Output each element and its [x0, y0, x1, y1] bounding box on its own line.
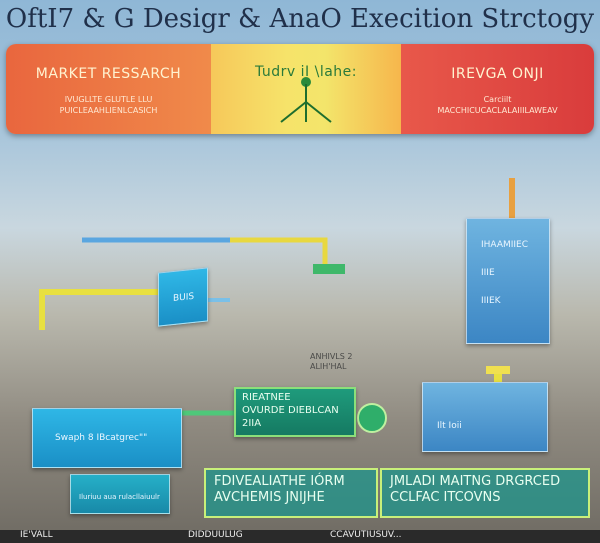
bottom-bar-b: DIDDUULUG	[188, 530, 243, 540]
tripod-icon	[280, 77, 332, 123]
node-bottom-left-label: Iluriuu aua rulacllaiuulr	[79, 493, 160, 501]
banner-right-heading: IREVGA ONJI	[451, 66, 544, 82]
mid-label: ANHIVLS 2 ALIH'HAL	[310, 352, 353, 371]
pipe-cap-2	[486, 366, 510, 374]
bottom-bar-c: CCAVUTIUSUV...	[330, 530, 402, 540]
node-mid-green-label: RIEATNEE OVURDE DIEBLCAN 2IIA	[242, 392, 339, 429]
node-bottom-left: Iluriuu aua rulacllaiuulr	[70, 474, 170, 514]
card-2-text: JMLADI MAITNG DRGRCED CCLFAC ITCOVNS	[390, 474, 561, 505]
node-big-left: Swaph 8 IBcatgrec""	[32, 408, 182, 468]
pipe-cap-1	[313, 264, 345, 274]
node-mid-green: RIEATNEE OVURDE DIEBLCAN 2IIA	[234, 387, 356, 437]
banner-right-subtext: Carciilt MACCHICUCACLALAIIILAWEAV	[437, 95, 558, 115]
bottom-bar-a: IE'VALL	[20, 530, 53, 540]
diagram-title: OftI7 & G Desigr & AnaO Execition Strcto…	[5, 4, 595, 34]
card-2: JMLADI MAITNG DRGRCED CCLFAC ITCOVNS	[380, 468, 590, 518]
node-right-box: Ilt Ioii	[422, 382, 548, 452]
pipe-second-right	[230, 237, 328, 268]
top-banner: MARKET RESSARCH IVUGLLTE GLUTLE LLU PUIC…	[6, 44, 594, 134]
banner-middle-heading: Tudrv iI \lahe:	[254, 64, 358, 80]
node-right-box-label: Ilt Ioii	[437, 421, 462, 431]
valve-glow	[357, 403, 387, 433]
banner-market-research: MARKET RESSARCH IVUGLLTE GLUTLE LLU PUIC…	[6, 44, 211, 134]
banner-right: IREVGA ONJI Carciilt MACCHICUCACLALAIIIL…	[401, 44, 594, 134]
node-top-right: IHAAMIIEC IIIE IIIEK	[466, 218, 550, 344]
pipe-left-elbow	[39, 289, 170, 330]
node-big-left-label: Swaph 8 IBcatgrec""	[55, 433, 148, 443]
node-top-right-label: IHAAMIIEC IIIE IIIEK	[481, 240, 529, 306]
card-1: FDIVEALIATHE IÓRM AVCHEMIS JNIJHE	[204, 468, 378, 518]
banner-left-subtext: IVUGLLTE GLUTLE LLU PUICLEAAHLIENLCASICH	[59, 95, 158, 115]
bottom-bar: IE'VALL DIDDUULUG CCAVUTIUSUV...	[0, 530, 600, 543]
banner-middle: Tudrv iI \lahe:	[211, 44, 401, 134]
card-1-text: FDIVEALIATHE IÓRM AVCHEMIS JNIJHE	[214, 474, 345, 505]
node-small-cyan-label: BUIS	[173, 291, 195, 305]
banner-left-heading: MARKET RESSARCH	[35, 66, 182, 82]
node-small-cyan: BUIS	[158, 267, 208, 327]
